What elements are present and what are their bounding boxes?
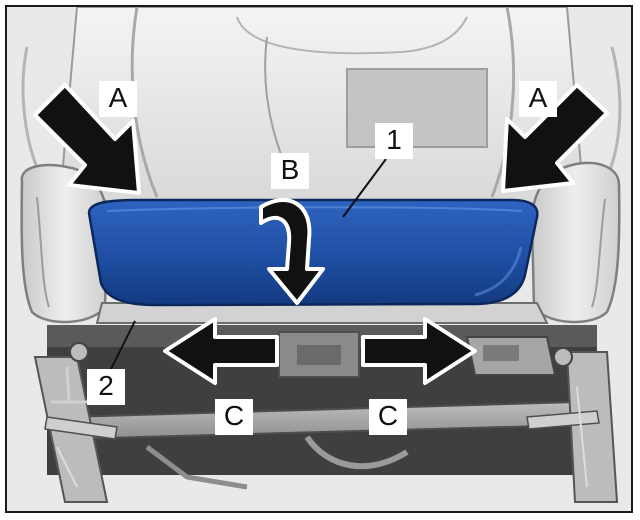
figure-frame: A A B 1 2 C C (5, 5, 633, 513)
harness-cable (304, 435, 409, 470)
leader-line-part-1 (342, 158, 387, 218)
callout-c-left: C (215, 399, 253, 435)
callout-c-right: C (369, 399, 407, 435)
callout-a-right: A (519, 81, 557, 117)
seat-rail-right (565, 351, 619, 503)
callout-part-1: 1 (375, 123, 413, 159)
callout-part-2: 2 (87, 369, 125, 405)
seat-adjuster-mechanism (278, 331, 360, 378)
arrow-c-left (163, 317, 279, 385)
arrow-c-right (361, 317, 477, 385)
arrow-a-left (33, 83, 141, 195)
arrow-a-right (501, 83, 609, 193)
leader-line-part-2 (110, 320, 136, 370)
seat-cushion (87, 198, 539, 307)
arrow-b-curved (259, 198, 325, 305)
backrest-panel (346, 68, 488, 148)
callout-b: B (271, 153, 309, 189)
callout-a-left: A (99, 81, 137, 117)
mount-bolt-right (553, 347, 573, 367)
mount-bolt-left (69, 342, 89, 362)
